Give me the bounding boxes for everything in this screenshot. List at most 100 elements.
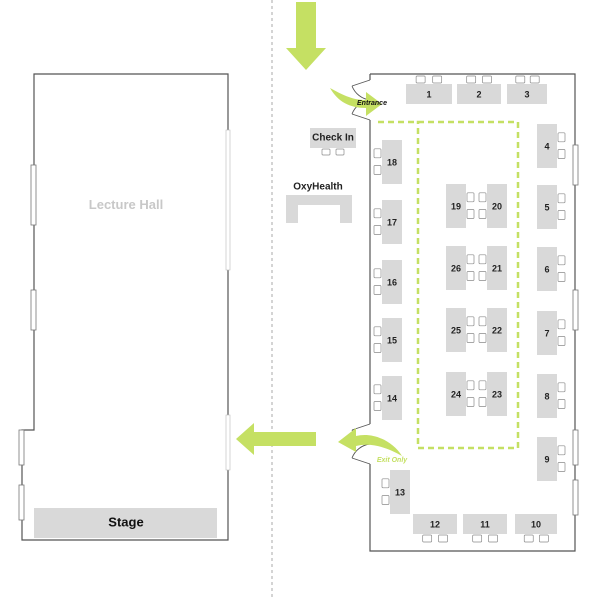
vendor-table-17: 17 bbox=[373, 200, 402, 244]
table-surface bbox=[382, 376, 402, 420]
chair bbox=[488, 534, 498, 543]
table-surface bbox=[382, 140, 402, 184]
table-number: 9 bbox=[544, 454, 549, 464]
chair bbox=[478, 209, 487, 219]
table-surface bbox=[537, 185, 557, 229]
chair bbox=[466, 192, 475, 203]
table-surface bbox=[537, 124, 557, 168]
vendor-table-26: 26 bbox=[446, 246, 475, 290]
chair bbox=[515, 75, 526, 84]
vendor-table-13: 13 bbox=[381, 470, 410, 514]
table-number: 21 bbox=[492, 263, 502, 273]
chair bbox=[478, 333, 487, 343]
stage bbox=[34, 508, 217, 538]
table-surface bbox=[487, 184, 507, 228]
chair bbox=[373, 148, 382, 159]
chair bbox=[466, 254, 475, 265]
chair bbox=[466, 209, 475, 219]
table-number: 10 bbox=[531, 519, 541, 529]
table-surface bbox=[537, 374, 557, 418]
vendor-table-24: 24 bbox=[446, 372, 475, 416]
table-surface bbox=[382, 318, 402, 362]
chair bbox=[438, 534, 448, 543]
vendor-table-5: 5 bbox=[537, 185, 566, 229]
exit-arrow bbox=[338, 428, 402, 456]
oxyhealth-booth: OxyHealth bbox=[286, 182, 352, 223]
chair bbox=[557, 255, 566, 266]
chair bbox=[557, 336, 566, 346]
table-surface bbox=[515, 514, 557, 534]
table-number: 16 bbox=[387, 277, 397, 287]
vendor-table-15: 15 bbox=[373, 318, 402, 362]
table-number: 3 bbox=[524, 89, 529, 99]
entrance-arrow bbox=[330, 88, 382, 116]
chair bbox=[381, 478, 390, 489]
vendor-table-12: 12 bbox=[413, 514, 457, 543]
chair bbox=[557, 210, 566, 220]
chair bbox=[415, 75, 426, 84]
table-number: 7 bbox=[544, 328, 549, 338]
chair bbox=[466, 333, 475, 343]
vendor-table-20: 20 bbox=[478, 184, 507, 228]
chair bbox=[373, 326, 382, 337]
table-number: 25 bbox=[451, 325, 461, 335]
vendor-table-9: 9 bbox=[537, 437, 566, 481]
chair bbox=[557, 382, 566, 393]
table-surface bbox=[463, 514, 507, 534]
vendor-table-3: 3 bbox=[507, 75, 547, 104]
vendor-table-22: 22 bbox=[478, 308, 507, 352]
vendor-table-10: 10 bbox=[515, 514, 557, 543]
table-number: 12 bbox=[430, 519, 440, 529]
chair bbox=[466, 271, 475, 281]
table-surface bbox=[446, 372, 466, 416]
vendor-table-18: 18 bbox=[373, 140, 402, 184]
table-surface bbox=[537, 437, 557, 481]
vendor-table-19: 19 bbox=[446, 184, 475, 228]
table-number: 11 bbox=[480, 519, 490, 529]
chair bbox=[478, 254, 487, 265]
walkway-outline bbox=[416, 120, 520, 450]
table-surface bbox=[382, 200, 402, 244]
chair bbox=[557, 445, 566, 456]
vendor-table-1: 1 bbox=[406, 75, 452, 104]
table-number: 24 bbox=[451, 389, 461, 399]
vendor-table-16: 16 bbox=[373, 260, 402, 304]
chair bbox=[539, 534, 549, 543]
chair bbox=[472, 534, 483, 543]
chair bbox=[373, 343, 382, 353]
vendor-table-8: 8 bbox=[537, 374, 566, 418]
table-number: 5 bbox=[544, 202, 549, 212]
chair bbox=[373, 268, 382, 279]
table-surface bbox=[487, 372, 507, 416]
table-surface bbox=[446, 308, 466, 352]
chair bbox=[478, 380, 487, 391]
lecture-hall-label: Lecture Hall bbox=[89, 197, 163, 212]
table-number: 13 bbox=[395, 487, 405, 497]
chair bbox=[529, 75, 540, 84]
table-number: 14 bbox=[387, 393, 397, 403]
table-number: 1 bbox=[426, 89, 431, 99]
chair bbox=[557, 319, 566, 330]
chair bbox=[373, 208, 382, 219]
table-number: 2 bbox=[476, 89, 481, 99]
chair bbox=[478, 192, 487, 203]
chair bbox=[381, 495, 390, 505]
chair bbox=[373, 285, 382, 295]
table-number: 20 bbox=[492, 201, 502, 211]
check-in-label: Check In bbox=[312, 133, 354, 144]
chair bbox=[466, 75, 477, 84]
exit-only-label: Exit Only bbox=[377, 457, 408, 464]
left-arrow-lecture bbox=[236, 423, 316, 455]
table-surface bbox=[537, 311, 557, 355]
chair bbox=[523, 534, 534, 543]
vendor-table-7: 7 bbox=[537, 311, 566, 355]
chair bbox=[422, 534, 433, 543]
table-number: 18 bbox=[387, 157, 397, 167]
table-surface bbox=[446, 246, 466, 290]
table-surface bbox=[446, 184, 466, 228]
table-surface bbox=[457, 84, 501, 104]
chair bbox=[373, 401, 382, 411]
vendor-table-21: 21 bbox=[478, 246, 507, 290]
chair bbox=[373, 165, 382, 175]
